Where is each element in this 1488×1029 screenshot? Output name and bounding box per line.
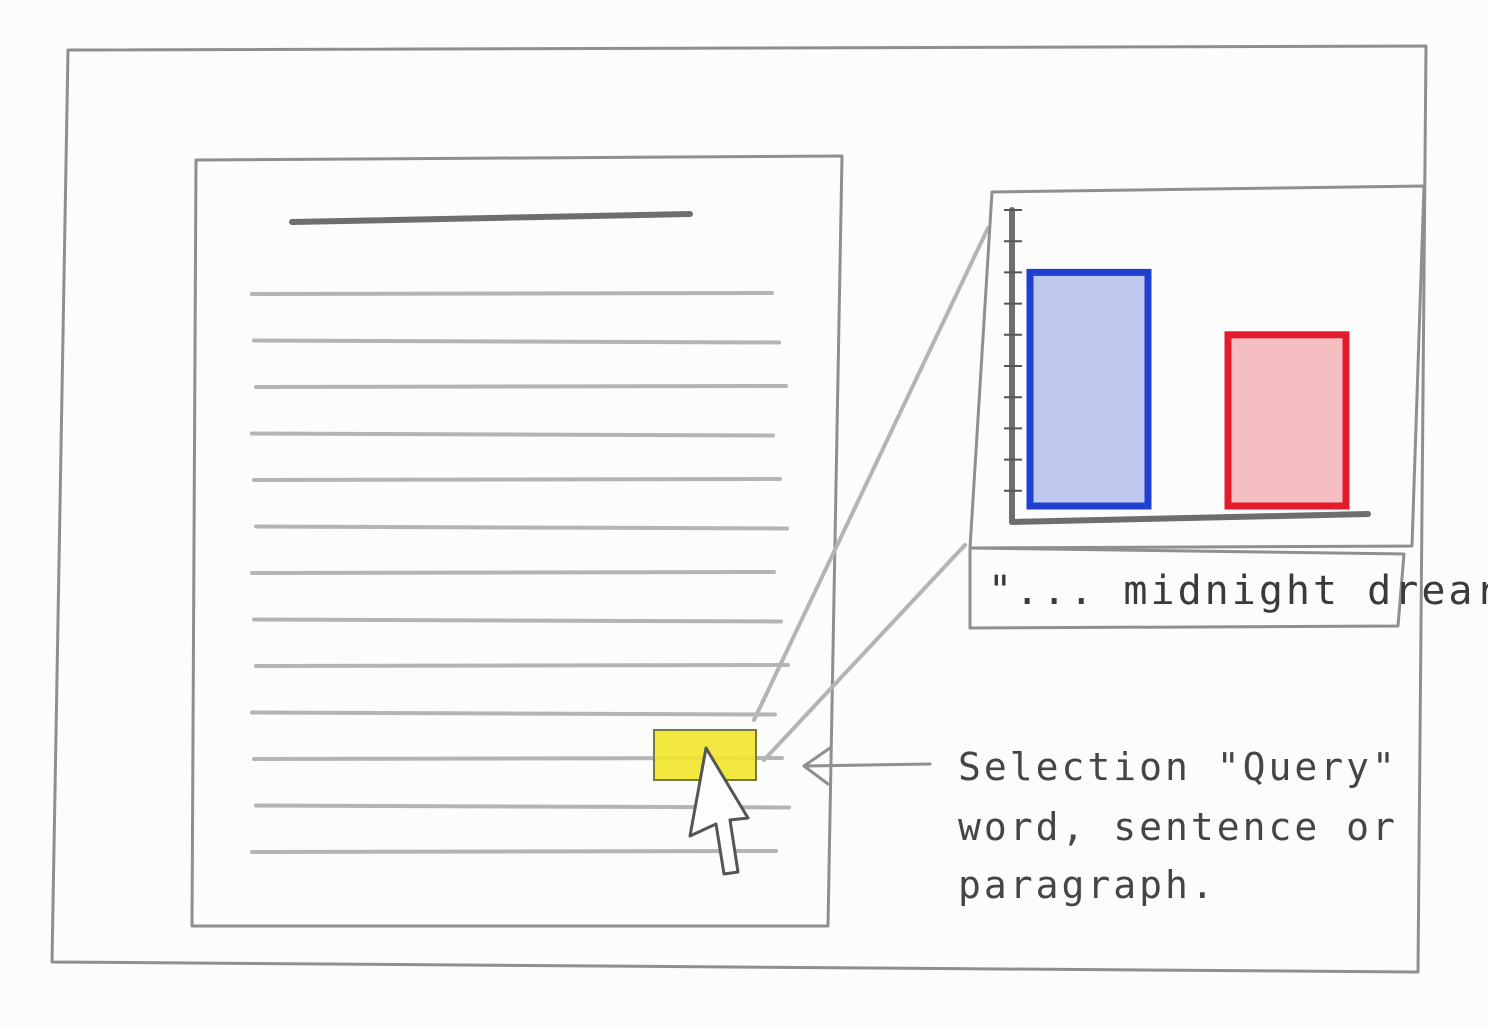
- screen-frame: [50, 44, 1428, 974]
- mouse-pointer-icon: [688, 746, 750, 876]
- document-text-line: [254, 384, 788, 389]
- document-text-line: [250, 570, 776, 575]
- zoom-connector-lines: [752, 226, 990, 762]
- preview-caption: "... midnight dreary": [988, 568, 1488, 614]
- document-text-line: [252, 617, 783, 624]
- document-title-line: [289, 211, 693, 225]
- document-text-line: [250, 710, 777, 717]
- chart-bar: [1224, 331, 1350, 510]
- document-text-line: [254, 524, 789, 531]
- x-axis: [1009, 511, 1371, 525]
- preview-popup: "... midnight dreary": [968, 184, 1488, 630]
- document-text-line: [250, 431, 775, 438]
- chart-bar: [1026, 268, 1152, 510]
- annotation-note: Selection "Query" word, sentence or para…: [958, 745, 1398, 907]
- document-text-line: [250, 849, 778, 854]
- annotation-line-3: paragraph.: [958, 863, 1217, 907]
- annotation-line-1: Selection "Query": [958, 745, 1398, 789]
- document-text-line: [252, 338, 781, 345]
- preview-chart: [1004, 207, 1371, 525]
- annotation-line-2: word, sentence or: [958, 805, 1398, 849]
- document-text-line: [250, 291, 774, 296]
- document-text-line: [252, 477, 782, 482]
- document-text-line: [254, 663, 790, 668]
- annotation-arrow: [802, 746, 932, 786]
